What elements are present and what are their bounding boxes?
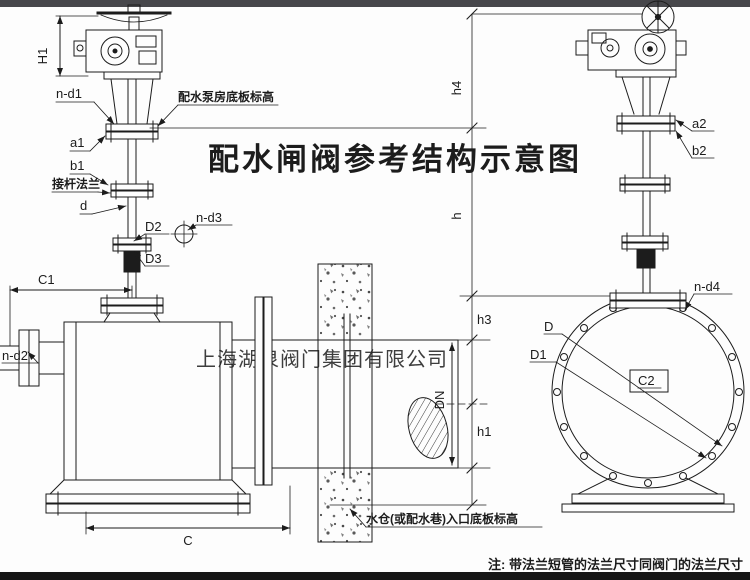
- dim-label-D1: D1: [530, 347, 547, 362]
- stem-flange-label: 接杆法兰: [52, 176, 100, 191]
- dim-label-H1: H1: [35, 48, 50, 65]
- dim-label-h: h: [449, 212, 464, 219]
- stem-right: [616, 76, 676, 295]
- dim-label-C1: C1: [38, 272, 55, 287]
- diagram-title: 配水闸阀参考结构示意图: [208, 142, 582, 177]
- dim-b1: b1: [69, 158, 109, 186]
- actuator-right: [575, 0, 687, 78]
- gate-boss: [629, 369, 669, 393]
- bottom-border-bar: [0, 572, 750, 580]
- dim-label-n-d3: n-d3: [196, 210, 222, 225]
- note-pump-floor: 配水泵房底板标高: [149, 89, 487, 129]
- base-right: [561, 477, 735, 513]
- dim-D: D: [543, 319, 723, 447]
- dim-label-a1: a1: [70, 135, 84, 150]
- dimensions-left: H1 n-d1 a1 b1 接杆法兰 d 配水泵房底板标: [1, 15, 543, 548]
- dim-D1: D1: [529, 347, 707, 459]
- dim-D2: D2: [133, 219, 170, 242]
- note-sump-floor: 水仓(或配水巷)入口底板标高: [329, 504, 543, 528]
- dim-label-n-d1: n-d1: [56, 86, 82, 101]
- outlet-pipe: [231, 296, 459, 486]
- dim-a2: a2: [675, 116, 715, 132]
- dimensions-right: h4 h h3 h1 DN a2 b2 n-d4 D: [432, 8, 733, 511]
- dim-label-h4: h4: [449, 81, 464, 95]
- footnote-text: 注: 带法兰短管的法兰尺寸同阀门的法兰尺寸: [488, 557, 743, 572]
- top-border-bar: [0, 0, 750, 7]
- dim-b2: b2: [675, 130, 715, 159]
- dim-label-C2: C2: [638, 373, 655, 388]
- pump-floor-label: 配水泵房底板标高: [178, 89, 274, 104]
- stem-left: [100, 78, 164, 323]
- dim-label-D3: D3: [145, 251, 162, 266]
- dim-label-d: d: [80, 198, 87, 213]
- dim-n-d3: n-d3: [170, 210, 233, 248]
- dim-label-C: C: [183, 533, 192, 548]
- dim-d: d: [79, 198, 127, 215]
- dim-label-D: D: [544, 319, 553, 334]
- right-view: [551, 0, 745, 513]
- wall-section: [317, 263, 373, 543]
- watermark-text: 上海湖泉阀门集团有限公司: [196, 348, 448, 371]
- sump-floor-label: 水仓(或配水巷)入口底板标高: [366, 511, 518, 526]
- dim-label-h3: h3: [477, 312, 491, 327]
- note-stem-flange: 接杆法兰: [51, 176, 111, 196]
- dim-n-d4: n-d4: [684, 279, 733, 311]
- dim-label-b1: b1: [70, 158, 84, 173]
- dim-label-a2: a2: [692, 116, 706, 131]
- dim-DN: DN: [432, 342, 455, 466]
- dim-label-h1: h1: [477, 424, 491, 439]
- dim-a1: a1: [69, 135, 106, 152]
- dim-C2: C2: [637, 373, 662, 389]
- dim-chain: h4 h h3 h1: [435, 8, 643, 511]
- actuator-left: [73, 4, 172, 80]
- dim-D3: D3: [133, 250, 170, 267]
- dim-C: C: [85, 485, 291, 548]
- dim-label-b2: b2: [692, 143, 706, 158]
- dim-label-n-d2: n-d2: [2, 348, 28, 363]
- dim-label-n-d4: n-d4: [694, 279, 720, 294]
- dim-C1: C1: [9, 272, 133, 347]
- dim-label-DN: DN: [432, 391, 447, 410]
- flow-section-hatch: [407, 397, 449, 459]
- dim-label-D2: D2: [145, 219, 162, 234]
- dim-n-d1: n-d1: [55, 86, 115, 125]
- dim-H1: H1: [35, 15, 99, 77]
- dim-n-d2: n-d2: [1, 348, 39, 364]
- valve-body-right: [551, 289, 745, 489]
